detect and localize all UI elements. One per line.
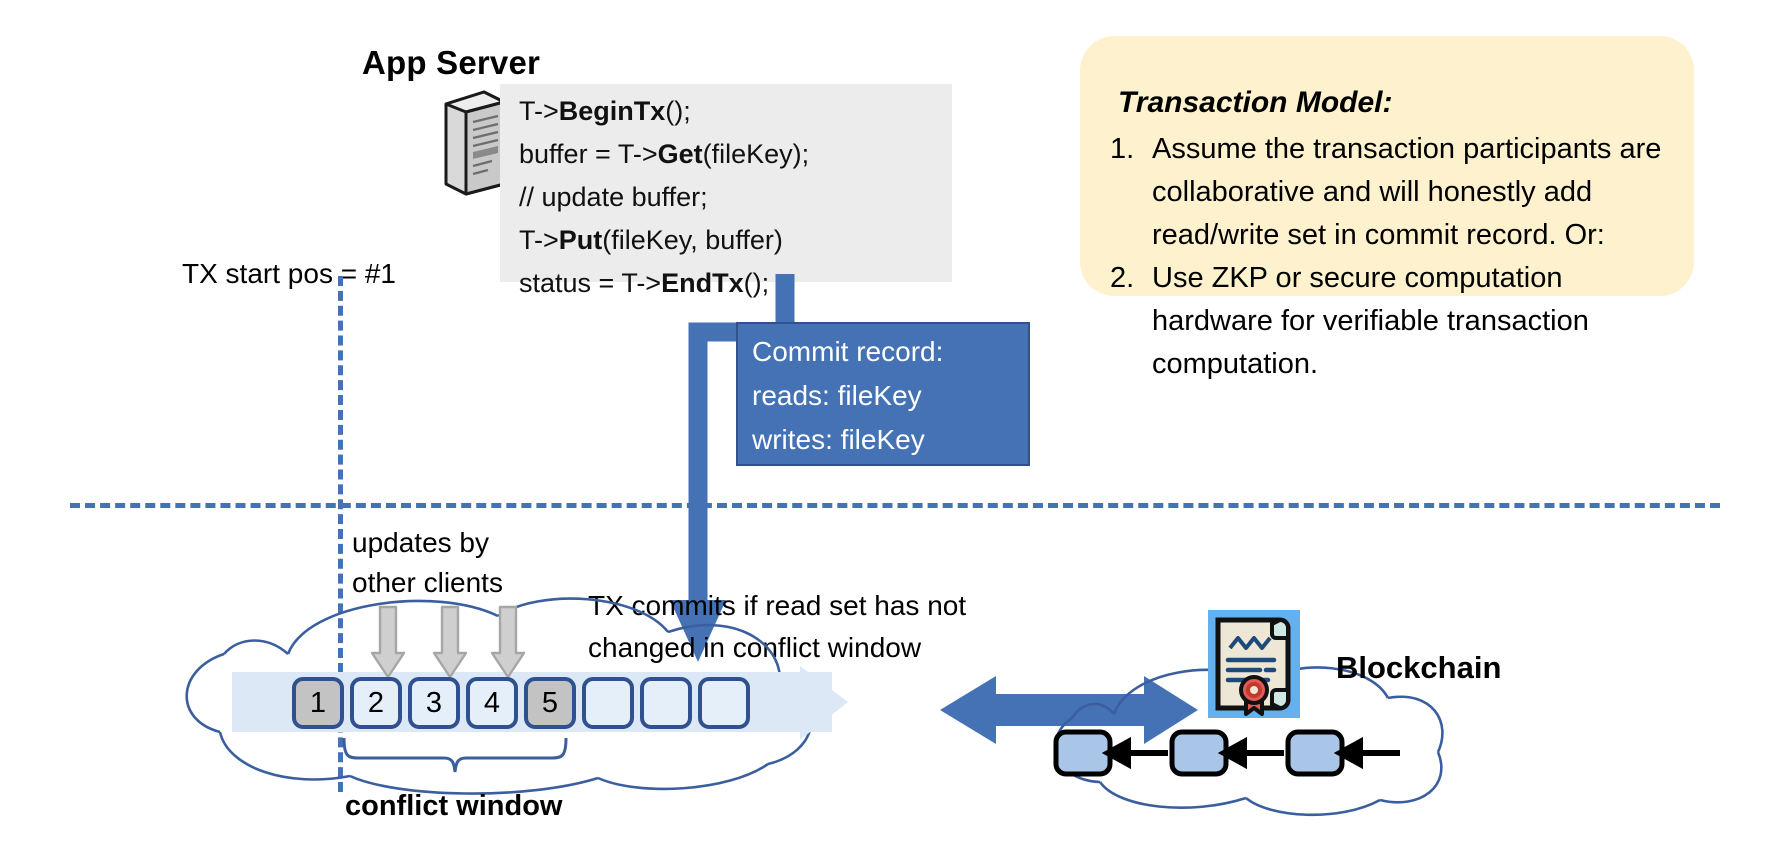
tx-start-pos-label: TX start pos = #1 [182,258,396,289]
ledger-block-label: 2 [367,686,385,719]
code-pre: status = T-> [519,268,662,298]
commit-record-line: writes: fileKey [752,424,925,455]
ledger-block-label: 1 [309,686,327,719]
list-item-text: Assume the transaction participants are … [1152,133,1662,251]
ledger-block[interactable]: 3 [408,677,460,729]
code-line: status = T->EndTx(); [519,262,949,305]
transaction-model-callout [1080,36,1694,296]
transaction-model-list: 1. Assume the transaction participants a… [1110,128,1690,386]
conflict-window-label: conflict window [345,790,563,822]
code-post: (fileKey); [702,139,810,169]
ledger-block[interactable]: 2 [350,677,402,729]
blockchain-chain [1053,729,1400,777]
code-pre: // update buffer; [519,182,708,212]
ledger-block[interactable]: 5 [524,677,576,729]
sync-bidirectional-arrow [940,676,1198,744]
blockchain-label: Blockchain [1336,650,1502,685]
code-block-background [500,84,952,282]
commit-record-line: reads: fileKey [752,380,922,411]
code-line: // update buffer; [519,176,949,219]
list-item: 1. Assume the transaction participants a… [1110,128,1690,257]
conflict-window-brace [342,737,568,773]
code-bold: BeginTx [558,96,666,126]
code-pre: T-> [519,225,559,255]
commit-record-text: Commit record: reads: fileKey writes: fi… [752,330,1032,462]
ledger-block[interactable]: 4 [466,677,518,729]
list-item-text: Use ZKP or secure computation hardware f… [1152,262,1589,380]
code-pre: buffer = T-> [519,139,658,169]
code-bold: EndTx [661,268,744,298]
list-item-number: 1. [1110,133,1135,165]
update-arrow-icon [432,605,468,679]
ledger-block[interactable] [640,677,692,729]
code-bold: Get [657,139,703,169]
app-server-title: App Server [362,44,541,81]
ledger-block[interactable] [698,677,750,729]
tier-separator-dashed-line [70,503,1720,508]
commit-record-box [736,322,1030,466]
ledger-block-label: 4 [483,686,501,719]
certificate-seal-icon [1208,610,1300,718]
update-arrow-icon [490,605,526,679]
ledger-block-label: 3 [425,686,443,719]
code-bold: Put [558,225,603,255]
code-post: (); [665,96,691,126]
updates-by-other-clients-label: updates by other clients [352,523,503,603]
commit-record-line: Commit record: [752,336,944,367]
ledger-block[interactable] [582,677,634,729]
app-server-code: T->BeginTx(); buffer = T->Get(fileKey); … [519,90,949,305]
list-item: 2. Use ZKP or secure computation hardwar… [1110,257,1690,386]
ledger-block-label: 5 [541,686,559,719]
server-tower-icon [440,88,510,196]
code-post: (); [743,268,770,298]
transaction-model-title: Transaction Model: [1118,86,1393,119]
code-line: buffer = T->Get(fileKey); [519,133,949,176]
updates-label-line: updates by [352,527,489,558]
ledger-cloud-outline [185,597,813,795]
code-line: T->BeginTx(); [519,90,949,133]
code-post: (fileKey, buffer) [602,225,783,255]
code-line: T->Put(fileKey, buffer) [519,219,949,262]
ledger-block[interactable]: 1 [292,677,344,729]
update-arrow-icon [370,605,406,679]
ledger-strip-chevron [800,666,848,740]
tx-start-dashed-line [338,276,343,792]
tx-commit-note-line: TX commits if read set has not [588,590,967,621]
updates-label-line: other clients [352,567,503,598]
code-pre: T-> [519,96,559,126]
list-item-number: 2. [1110,262,1135,294]
